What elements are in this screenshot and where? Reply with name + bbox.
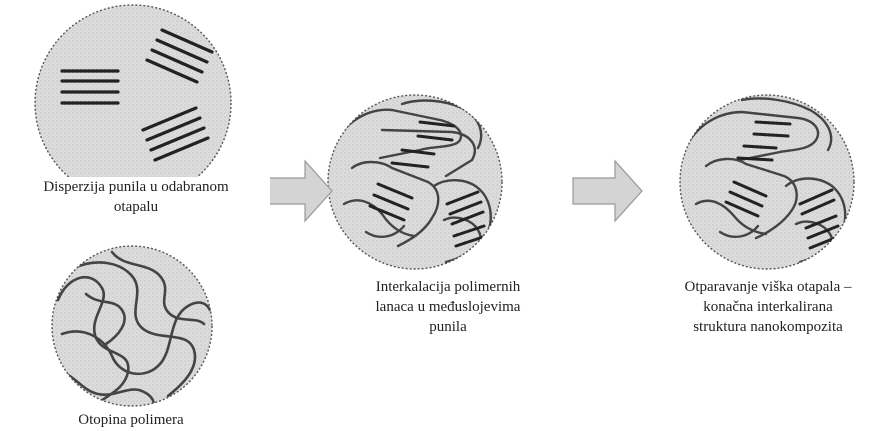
dispersion-caption-line1: Disperzija punila u odabranom [5, 177, 267, 197]
intercalation-circle [328, 95, 502, 269]
polymer-caption-line1: Otopina polimera [65, 410, 197, 430]
final-caption-line3: struktura nanokompozita [643, 317, 892, 337]
intercalation-caption-line2: lanaca u međuslojevima [353, 297, 543, 317]
arrow-icon-second [573, 161, 642, 221]
intercalation-caption: Interkalacija polimernih lanaca u međusl… [350, 277, 546, 337]
dispersion-caption: Disperzija punila u odabranom otapalu [2, 177, 270, 217]
final-structure-caption: Otparavanje viška otapala – konačna inte… [640, 277, 892, 337]
final-structure-circle [680, 95, 854, 269]
filler-dispersion-circle [35, 5, 231, 201]
intercalation-caption-line1: Interkalacija polimernih [353, 277, 543, 297]
arrow-icon [263, 161, 332, 221]
intercalation-caption-line3: punila [353, 317, 543, 337]
dispersion-caption-line2: otapalu [5, 197, 267, 217]
final-caption-line1: Otparavanje viška otapala – [643, 277, 892, 297]
polymer-solution-caption: Otopina polimera [62, 410, 200, 430]
final-caption-line2: konačna interkalirana [643, 297, 892, 317]
final-circle-background [680, 95, 854, 269]
polymer-solution-circle [52, 246, 212, 414]
